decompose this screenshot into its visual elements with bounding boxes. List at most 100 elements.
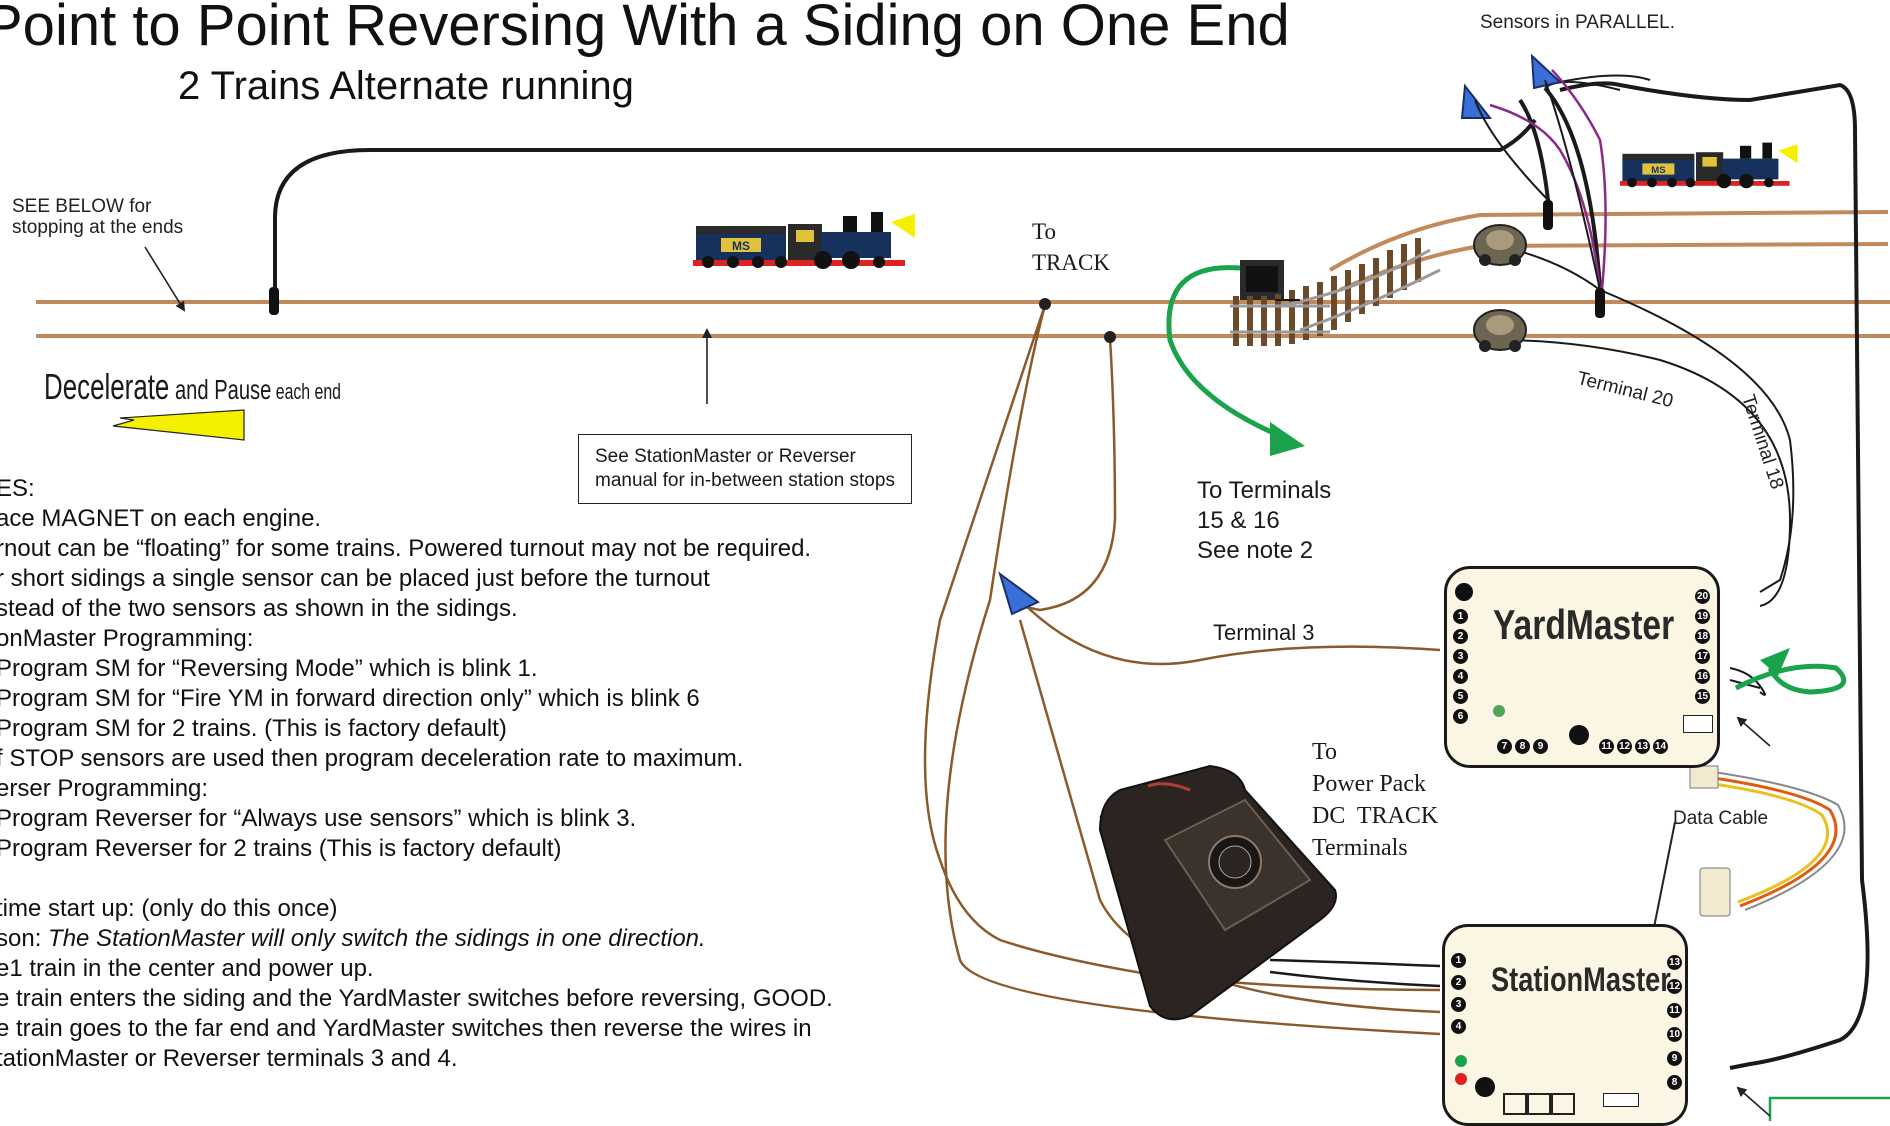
stationmaster-terminal[interactable]: 12 <box>1667 979 1682 994</box>
push-button[interactable] <box>1503 1093 1527 1115</box>
switch-machines <box>1473 224 1527 352</box>
note-line: e1 train in the center and power up. <box>0 955 374 982</box>
data-cable-label: Data Cable <box>1673 808 1769 829</box>
stationmaster-terminal[interactable]: 2 <box>1451 975 1466 990</box>
yardmaster-terminal[interactable]: 16 <box>1695 669 1710 684</box>
stationmaster-terminal[interactable]: 3 <box>1451 997 1466 1012</box>
green-arrowhead <box>1270 422 1305 456</box>
stationmaster-terminal[interactable]: 8 <box>1667 1075 1682 1090</box>
green-arrows <box>1166 265 1847 695</box>
data-cable <box>1689 765 1846 917</box>
data-port-socket[interactable] <box>1683 715 1713 733</box>
locomotive-left: MS <box>693 212 915 269</box>
yardmaster-terminal[interactable]: 18 <box>1695 629 1710 644</box>
mount-hole <box>1569 725 1589 745</box>
yardmaster-terminal[interactable]: 11 <box>1599 739 1614 754</box>
push-button[interactable] <box>1527 1093 1551 1115</box>
notes-section: ES: ace MAGNET on each engine. rnout can b… <box>0 474 833 1074</box>
stationmaster-terminal[interactable]: 11 <box>1667 1003 1682 1018</box>
locomotive-right: MS <box>1620 142 1798 189</box>
page-subtitle: 2 Trains Alternate running <box>178 64 634 108</box>
yardmaster-terminal[interactable]: 19 <box>1695 609 1710 624</box>
data-port-socket[interactable] <box>1603 1093 1639 1107</box>
yardmaster-terminal[interactable]: 9 <box>1533 739 1548 754</box>
yardmaster-terminal[interactable]: 5 <box>1453 689 1468 704</box>
blue-sensor-cones <box>998 53 1563 616</box>
terminal-3-label: Terminal 3 <box>1213 620 1315 645</box>
stationmaster-terminal[interactable]: 13 <box>1667 955 1682 970</box>
tender-text: MS <box>732 239 750 253</box>
track-connection-dot <box>1104 331 1116 343</box>
to-track-label: To TRACK <box>1032 219 1110 275</box>
siding-track <box>1328 210 1889 292</box>
yardmaster-terminal[interactable]: 14 <box>1653 739 1668 754</box>
note-line: stead of the two sensors as shown in the… <box>0 595 518 622</box>
track-sensors <box>269 200 1605 318</box>
purple-wires <box>1489 69 1607 291</box>
status-led-green <box>1493 705 1505 717</box>
note-line: e train goes to the far end and YardMast… <box>0 1015 812 1042</box>
yardmaster-terminal[interactable]: 15 <box>1695 689 1710 704</box>
note-line: time start up: (only do this once) <box>0 895 338 922</box>
yardmaster-terminal[interactable]: 3 <box>1453 649 1468 664</box>
stationmaster-terminal[interactable]: 9 <box>1667 1051 1682 1066</box>
yardmaster-terminal[interactable]: 13 <box>1635 739 1650 754</box>
decelerate-arrow <box>112 409 245 441</box>
turnout <box>1230 238 1441 346</box>
note-line: r short sidings a single sensor can be p… <box>0 565 710 592</box>
decelerate-label: Decelerate and Pause each end <box>44 366 456 416</box>
stationmaster-terminal[interactable]: 4 <box>1451 1019 1466 1034</box>
note-line <box>0 864 833 894</box>
note-line: tationMaster or Reverser terminals 3 and… <box>0 1045 458 1072</box>
status-led-green <box>1455 1055 1467 1067</box>
yardmaster-terminal[interactable]: 17 <box>1695 649 1710 664</box>
note-line: Program SM for 2 trains. (This is factor… <box>0 715 507 742</box>
push-button[interactable] <box>1551 1093 1575 1115</box>
green-arrowhead <box>1760 648 1790 676</box>
yardmaster-terminal[interactable]: 12 <box>1617 739 1632 754</box>
svg-text:MS: MS <box>1651 165 1666 176</box>
yardmaster-terminal[interactable]: 8 <box>1515 739 1530 754</box>
note-line: Program SM for “Reversing Mode” which is… <box>0 655 538 682</box>
note-line: rnout can be “floating” for some trains.… <box>0 535 812 562</box>
yardmaster-terminal[interactable]: 1 <box>1453 609 1468 624</box>
yardmaster-terminal[interactable]: 6 <box>1453 709 1468 724</box>
see-manual-box: See StationMaster or Reverser manual for… <box>578 434 912 504</box>
note-italic: The StationMaster will only switch the s… <box>48 925 706 952</box>
note-line: ace MAGNET on each engine. <box>0 505 322 532</box>
cone-feed-wires <box>1474 79 1601 291</box>
status-led-red <box>1455 1073 1467 1085</box>
see-below-label: SEE BELOW for stopping at the ends <box>12 196 184 238</box>
yardmaster-terminal[interactable]: 20 <box>1695 589 1710 604</box>
tender-plate <box>721 238 761 252</box>
note-line: onMaster Programming: <box>0 625 254 652</box>
yardmaster-terminal[interactable]: 4 <box>1453 669 1468 684</box>
decelerate-text: Decelerate and Pause each end <box>44 366 341 407</box>
yardmaster-title: YardMaster <box>1493 601 1675 648</box>
stationmaster-terminal[interactable]: 1 <box>1451 953 1466 968</box>
sensors-parallel-label: Sensors in PARALLEL. <box>1480 12 1676 33</box>
track-connection-dot <box>1039 298 1051 310</box>
yardmaster-terminal[interactable]: 7 <box>1497 739 1512 754</box>
page-title: Point to Point Reversing With a Siding o… <box>0 0 1290 58</box>
note-line: f STOP sensors are used then program dec… <box>0 745 744 772</box>
note-line: ES: <box>0 475 35 502</box>
to-power-pack-label: To Power Pack DC TRACK Terminals <box>1312 739 1439 861</box>
thin-sensor-wires <box>1274 74 1795 696</box>
note-line: Program Reverser for “Always use sensors… <box>0 805 637 832</box>
yardmaster-terminal[interactable]: 2 <box>1453 629 1468 644</box>
note-line: erser Programming: <box>0 775 209 802</box>
stationmaster-terminal[interactable]: 10 <box>1667 1027 1682 1042</box>
note-line: son: The StationMaster will only switch … <box>0 925 706 952</box>
stationmaster-title: StationMaster <box>1491 961 1671 999</box>
power-pack <box>1098 764 1337 1021</box>
mount-hole <box>1475 1077 1495 1097</box>
to-terminals-label: To Terminals 15 & 16 See note 2 <box>1197 477 1332 564</box>
note-line: Program Reverser for 2 trains (This is f… <box>0 835 562 862</box>
main-track <box>36 300 1890 338</box>
note-line: Program SM for “Fire YM in forward direc… <box>0 685 700 712</box>
